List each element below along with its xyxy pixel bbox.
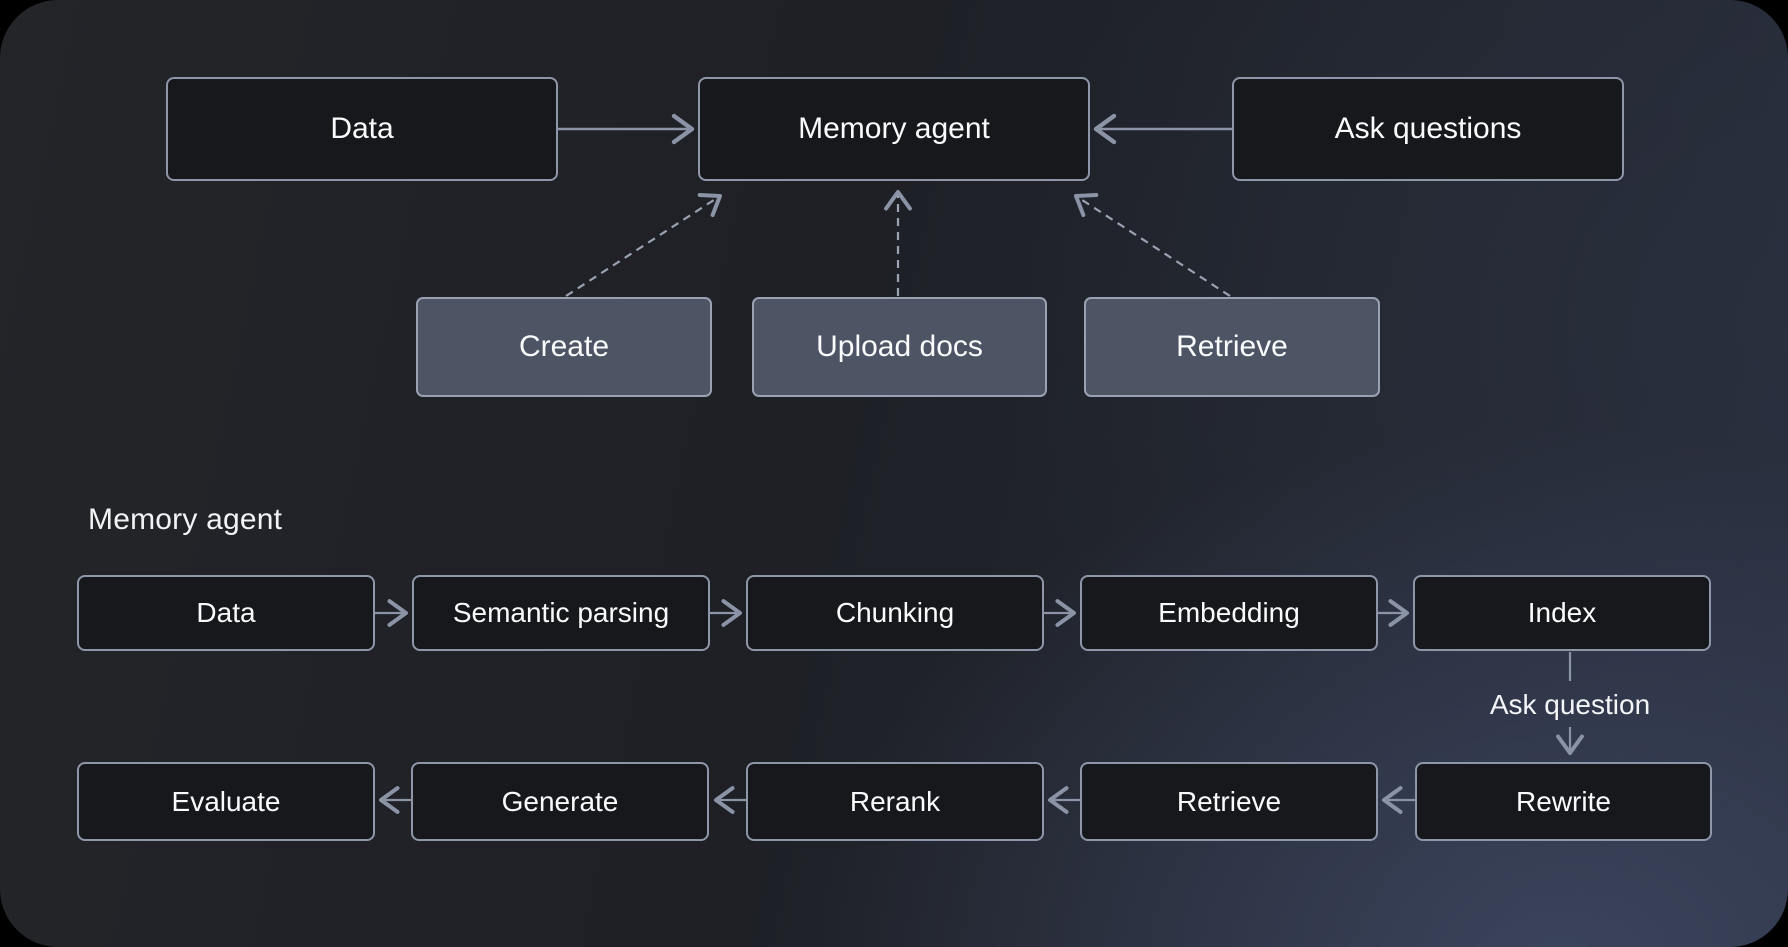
node-semantic-parsing-label: Semantic parsing [452,597,670,628]
node-query-retrieve-label: Retrieve [1176,785,1282,817]
node-upload-docs: Upload docs [752,297,1047,397]
node-chunking: Chunking [746,575,1044,651]
node-index: Index [1413,575,1711,651]
node-chunking-label: Chunking [835,597,955,628]
ask-question-label: Ask question [1489,689,1651,720]
edge-create-to-memory-agent [565,192,723,297]
node-query-retrieve: Retrieve [1080,762,1378,841]
node-upload-docs-label: Upload docs [816,330,983,363]
node-evaluate: Evaluate [77,762,375,841]
node-embedding-label: Embedding [1158,597,1300,628]
node-generate-label: Generate [501,785,619,817]
memory-agent-section-title: Memory agent [88,503,283,536]
node-memory-agent-label: Memory agent [798,112,990,145]
node-ingest-data-label: Data [196,597,256,628]
node-data: Data [166,77,558,181]
node-retrieve-action-label: Retrieve [1176,330,1288,363]
node-memory-agent: Memory agent [698,77,1090,181]
node-retrieve-action: Retrieve [1084,297,1380,397]
node-data-label: Data [330,112,394,145]
node-index-label: Index [1527,597,1597,628]
node-embedding: Embedding [1080,575,1378,651]
node-rewrite: Rewrite [1415,762,1712,841]
node-semantic-parsing: Semantic parsing [412,575,710,651]
node-rerank-label: Rerank [849,785,941,817]
node-generate: Generate [411,762,709,841]
node-create-label: Create [518,330,610,363]
node-create: Create [416,297,712,397]
node-ingest-data: Data [77,575,375,651]
node-ask-questions-label: Ask questions [1334,112,1522,145]
node-rerank: Rerank [746,762,1044,841]
edge-retrieve-to-memory-agent [1073,192,1231,297]
node-ask-questions: Ask questions [1232,77,1624,181]
node-evaluate-label: Evaluate [171,785,281,817]
node-rewrite-label: Rewrite [1516,785,1611,817]
